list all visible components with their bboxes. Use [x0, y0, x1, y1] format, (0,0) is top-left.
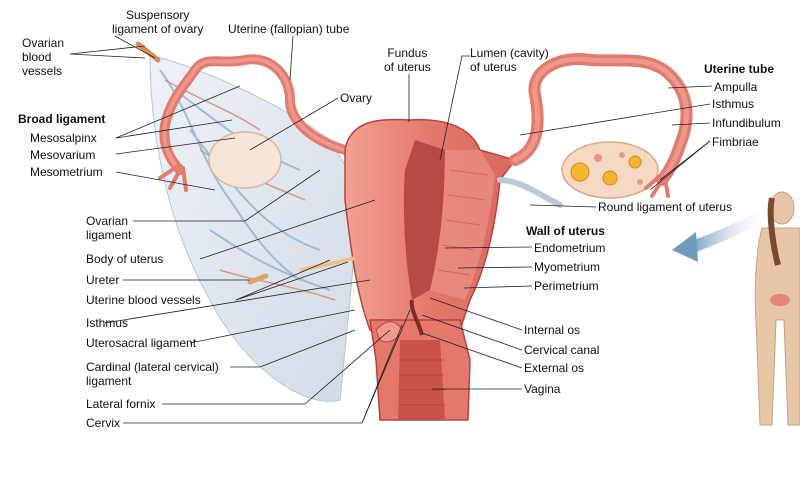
left-ovary: [208, 131, 282, 189]
cervical-canal: [409, 299, 424, 336]
label-external-os: External os: [524, 361, 585, 375]
label-vagina: Vagina: [524, 382, 561, 396]
right-fimbriae: [644, 174, 670, 198]
label-cervix: Cervix: [86, 416, 121, 430]
uterine-vessels-shape: [299, 256, 356, 272]
label-wall-heading: Wall of uterus: [526, 224, 605, 238]
label-body-of-uterus: Body of uterus: [86, 252, 164, 266]
ovary-stroma: [594, 152, 643, 185]
round-ligament: [497, 177, 563, 208]
label-infundibulum: Infundibulum: [712, 116, 781, 130]
label-mesovarium: Mesovarium: [30, 148, 96, 162]
label-uterine-tube-heading: Uterine tube: [704, 62, 775, 76]
label-uterine-fallopian-tube: Uterine (fallopian) tube: [228, 22, 350, 36]
label-fimbriae: Fimbriae: [712, 135, 759, 149]
label-fundus: Fundus of uterus: [384, 46, 431, 74]
label-suspensory-ligament: Suspensory ligament of ovary: [112, 8, 204, 36]
left-fimbriae: [158, 164, 188, 192]
label-internal-os: Internal os: [524, 323, 581, 337]
label-round-ligament: Round ligament of uterus: [598, 200, 733, 214]
follicles: [570, 155, 642, 186]
inset-body: [754, 191, 800, 426]
label-perimetrium: Perimetrium: [534, 279, 599, 293]
ureter: [247, 273, 269, 285]
label-broad-ligament-heading: Broad ligament: [18, 112, 106, 126]
label-uterine-blood-vessels: Uterine blood vessels: [86, 293, 201, 307]
label-endometrium: Endometrium: [534, 241, 606, 255]
label-isthmus-uterus: Isthmus: [86, 316, 129, 330]
label-lumen: Lumen (cavity) of uterus: [470, 46, 549, 74]
uterine-lumen: [403, 140, 445, 300]
leader-lines: [69, 35, 713, 424]
label-isthmus-tube: Isthmus: [712, 97, 755, 111]
inset-uterus: [770, 294, 790, 306]
label-ovary: Ovary: [340, 91, 373, 105]
label-ureter: Ureter: [86, 273, 120, 287]
label-lateral-fornix: Lateral fornix: [86, 397, 156, 411]
wall-striations: [437, 169, 489, 276]
label-mesosalpinx: Mesosalpinx: [30, 131, 97, 145]
label-ovarian-blood-vessels: Ovarian blood vessels: [22, 36, 65, 78]
vagina-inner: [398, 340, 445, 420]
inset-arrow-head: [672, 232, 698, 262]
vagina-rugae: [399, 359, 445, 406]
label-cervical-canal: Cervical canal: [524, 343, 600, 357]
label-ovarian-ligament: Ovarian ligament: [86, 214, 132, 242]
inset-arrow: [684, 204, 776, 254]
myometrium: [430, 150, 495, 300]
label-myometrium: Myometrium: [534, 260, 601, 274]
inset-hair: [767, 197, 781, 266]
label-ampulla: Ampulla: [714, 80, 758, 94]
label-mesometrium: Mesometrium: [30, 165, 103, 179]
label-cardinal: Cardinal (lateral cervical) ligament: [86, 360, 219, 388]
broad-ligament: [149, 54, 361, 402]
label-uterosacral: Uterosacral ligament: [86, 336, 197, 350]
